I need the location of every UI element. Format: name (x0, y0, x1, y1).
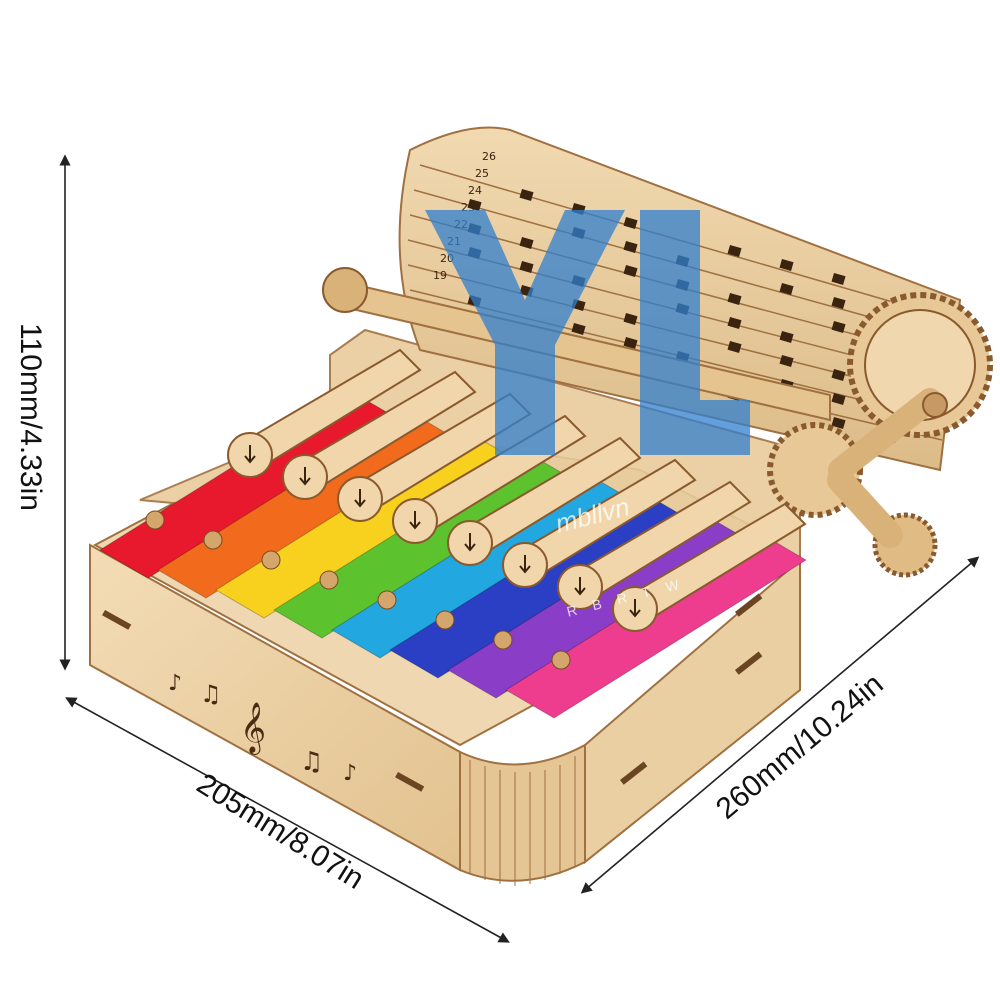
xylophone-bars (99, 391, 807, 719)
drum-row-number: 19 (433, 269, 447, 282)
drum-row-number: 25 (475, 167, 489, 180)
drum-hole (623, 313, 638, 325)
width-dimension-line (65, 697, 510, 943)
drum-row-number: 24 (468, 184, 482, 197)
bar-peg (145, 510, 165, 530)
music-note-engravings: ♪ ♫ 𝄞 ♫ ♪ (168, 671, 357, 786)
arrow-down-icon (299, 467, 311, 486)
drum-hole (727, 245, 742, 257)
bar-peg (377, 590, 397, 610)
drum-hole (727, 293, 742, 305)
drum-hole (467, 199, 482, 211)
height-dimension-label: 110mm/4.33in (14, 323, 47, 511)
drum-hole (623, 217, 638, 229)
dimension-lines (59, 154, 980, 943)
drum-hole (831, 321, 846, 333)
hammer-levers (227, 348, 807, 632)
music-note-icon: ♫ (200, 680, 222, 708)
drum-hole (727, 341, 742, 353)
arrow-down-icon (354, 489, 366, 508)
arrow-down-icon (464, 533, 476, 552)
drum-hole (831, 273, 846, 285)
arrow-down-icon (244, 445, 256, 464)
bar-peg (261, 550, 281, 570)
bar-peg (493, 630, 513, 650)
drum-hole (831, 369, 846, 381)
bar-peg (203, 530, 223, 550)
drum-hole (623, 241, 638, 253)
drum-hole (831, 297, 846, 309)
music-note-icon: ♪ (343, 761, 357, 786)
drum-hole (831, 417, 846, 429)
drum-hole (623, 337, 638, 349)
drum-hole (727, 317, 742, 329)
drum-hole (779, 258, 794, 271)
drive-gears (767, 292, 993, 578)
bar-peg (435, 610, 455, 630)
drum-hole (519, 237, 534, 249)
arrow-down-icon (629, 599, 641, 618)
drum-hole (623, 265, 638, 277)
music-note-icon: ♪ (168, 671, 182, 696)
bar-peg (551, 650, 571, 670)
depth-dimension-line (580, 556, 980, 894)
drum-hole (571, 323, 586, 335)
drum-hole (831, 393, 846, 405)
watermark-logo (425, 210, 750, 455)
drum-hole (519, 189, 534, 201)
arrow-down-icon (409, 511, 421, 530)
drum-row-number: 26 (482, 150, 496, 163)
drum-hole (779, 354, 794, 367)
treble-clef-icon: 𝄞 (240, 702, 266, 755)
drum-hole (779, 282, 794, 295)
bar-peg (319, 570, 339, 590)
drum-hole (519, 261, 534, 273)
arrow-down-icon (519, 555, 531, 574)
music-note-icon: ♫ (300, 747, 323, 777)
arrow-down-icon (574, 577, 586, 596)
drum-hole (779, 330, 794, 343)
